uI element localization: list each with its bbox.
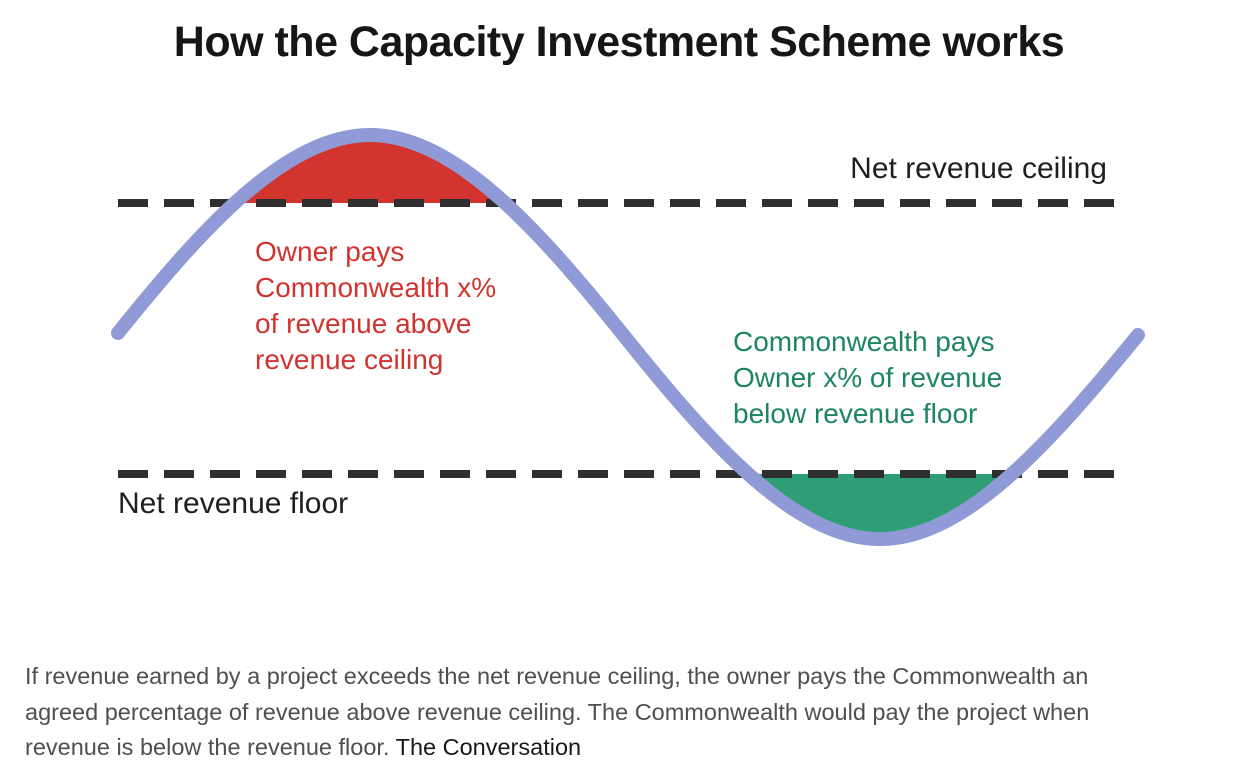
net-revenue-floor-label: Net revenue floor (118, 487, 349, 520)
below-floor-area (746, 474, 1014, 539)
caption: If revenue earned by a project exceeds t… (25, 659, 1225, 766)
above-ceiling-area (233, 135, 507, 203)
caption-source: The Conversation (395, 734, 582, 761)
net-revenue-ceiling-label: Net revenue ceiling (850, 152, 1107, 185)
revenue-wave-curve (111, 127, 1145, 547)
commonwealth-pays-note: Commonwealth pays Owner x% of revenue be… (733, 326, 1003, 429)
owner-pays-note: Owner pays Commonwealth x% of revenue ab… (255, 236, 497, 375)
page-title: How the Capacity Investment Scheme works (173, 18, 1065, 66)
caption-text: If revenue earned by a project exceeds t… (25, 663, 1090, 761)
